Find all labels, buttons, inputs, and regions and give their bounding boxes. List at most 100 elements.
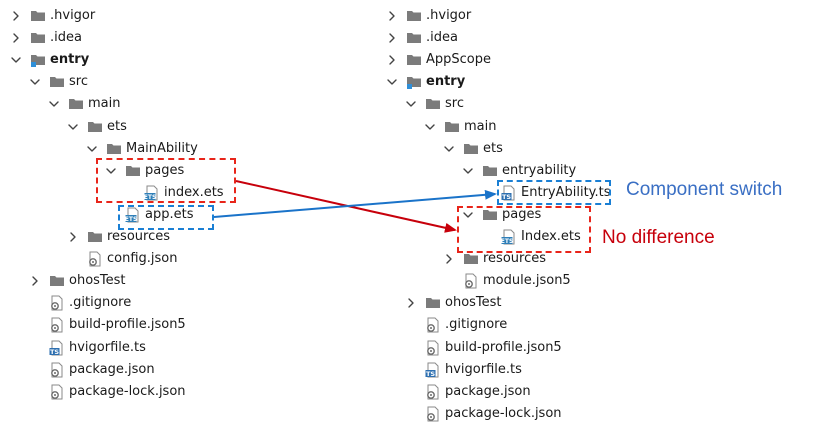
tree-row-label: ets bbox=[107, 118, 127, 134]
config-file-icon bbox=[49, 295, 65, 311]
tree-row[interactable]: ETS index.ets bbox=[0, 182, 380, 204]
chevron-right-icon[interactable] bbox=[443, 253, 455, 265]
tree-row[interactable]: config.json bbox=[0, 248, 380, 270]
right-pages-highlight-box bbox=[457, 206, 591, 253]
chevron-down-icon[interactable] bbox=[29, 76, 41, 88]
tree-row[interactable]: resources bbox=[376, 248, 676, 270]
chevron-down-icon[interactable] bbox=[462, 209, 474, 221]
tree-row-label: app.ets bbox=[145, 206, 194, 222]
tree-row[interactable]: module.json5 bbox=[376, 270, 676, 292]
folder-icon bbox=[406, 30, 422, 46]
tree-row[interactable]: ets bbox=[376, 138, 676, 160]
tree-row[interactable]: ohosTest bbox=[376, 292, 676, 314]
tree-row-label: entry bbox=[426, 74, 466, 90]
tree-row-label: entry bbox=[50, 52, 90, 68]
folder-icon bbox=[87, 229, 103, 245]
tree-row[interactable]: src bbox=[0, 71, 380, 93]
chevron-down-icon[interactable] bbox=[10, 54, 22, 66]
chevron-down-icon[interactable] bbox=[462, 165, 474, 177]
chevron-down-icon[interactable] bbox=[443, 143, 455, 155]
chevron-right-icon[interactable] bbox=[10, 32, 22, 44]
tree-row-label: ohosTest bbox=[69, 273, 126, 289]
module-folder-icon bbox=[30, 52, 46, 68]
config-file-icon bbox=[425, 406, 441, 422]
tree-row[interactable]: package-lock.json bbox=[0, 381, 380, 403]
folder-icon bbox=[49, 273, 65, 289]
chevron-right-icon[interactable] bbox=[67, 231, 79, 243]
folder-icon bbox=[68, 96, 84, 112]
tree-row[interactable]: main bbox=[376, 116, 676, 138]
folder-icon bbox=[30, 8, 46, 24]
tree-row[interactable]: AppScope bbox=[376, 49, 676, 71]
tree-row-label: AppScope bbox=[426, 52, 491, 68]
tree-row[interactable]: .idea bbox=[0, 27, 380, 49]
tree-row[interactable]: MainAbility bbox=[0, 138, 380, 160]
tree-row[interactable]: main bbox=[0, 93, 380, 115]
tree-row[interactable]: entryability bbox=[376, 160, 676, 182]
tree-row[interactable]: src bbox=[376, 93, 676, 115]
tree-row-label: main bbox=[88, 96, 121, 112]
config-file-icon bbox=[49, 384, 65, 400]
tree-row-label: entryability bbox=[502, 162, 577, 178]
tree-row[interactable]: .hvigor bbox=[0, 5, 380, 27]
chevron-down-icon[interactable] bbox=[86, 143, 98, 155]
tree-row[interactable]: entry bbox=[0, 49, 380, 71]
chevron-right-icon[interactable] bbox=[29, 275, 41, 287]
tree-row[interactable]: .idea bbox=[376, 27, 676, 49]
tree-row-label: package-lock.json bbox=[445, 405, 562, 421]
config-file-icon bbox=[425, 384, 441, 400]
tree-row[interactable]: resources bbox=[0, 226, 380, 248]
chevron-right-icon[interactable] bbox=[386, 10, 398, 22]
config-file-icon bbox=[87, 251, 103, 267]
chevron-right-icon[interactable] bbox=[10, 10, 22, 22]
tree-row-label: resources bbox=[483, 251, 547, 267]
tree-row-label: EntryAbility.ts bbox=[521, 184, 611, 200]
svg-text:ETS: ETS bbox=[144, 194, 156, 201]
tree-row[interactable]: package.json bbox=[376, 381, 676, 403]
tree-row[interactable]: pages bbox=[376, 204, 676, 226]
tree-row-label: config.json bbox=[107, 251, 178, 267]
chevron-right-icon[interactable] bbox=[386, 32, 398, 44]
chevron-right-icon[interactable] bbox=[386, 54, 398, 66]
folder-icon bbox=[30, 30, 46, 46]
chevron-down-icon[interactable] bbox=[67, 121, 79, 133]
tree-row[interactable]: ets bbox=[0, 116, 380, 138]
folder-icon bbox=[463, 251, 479, 267]
tree-row-label: Index.ets bbox=[521, 229, 581, 244]
module-folder-icon bbox=[406, 74, 422, 90]
folder-icon bbox=[106, 141, 122, 157]
tree-row-label: pages bbox=[502, 206, 542, 222]
no-difference-annotation: No difference bbox=[602, 227, 715, 248]
config-file-icon bbox=[425, 340, 441, 356]
tree-row[interactable]: .gitignore bbox=[0, 292, 380, 314]
tree-row[interactable]: package-lock.json bbox=[376, 403, 676, 425]
tree-row[interactable]: entry bbox=[376, 71, 676, 93]
left-pages-highlight-box bbox=[96, 158, 236, 203]
chevron-down-icon[interactable] bbox=[405, 98, 417, 110]
folder-icon bbox=[125, 163, 141, 179]
tree-row-label: hvigorfile.ts bbox=[445, 361, 522, 377]
tree-row[interactable]: build-profile.json5 bbox=[0, 314, 380, 336]
tree-row[interactable]: build-profile.json5 bbox=[376, 337, 676, 359]
tree-row[interactable]: pages bbox=[0, 160, 380, 182]
chevron-down-icon[interactable] bbox=[105, 165, 117, 177]
chevron-right-icon[interactable] bbox=[405, 297, 417, 309]
tree-row-label: index.ets bbox=[164, 184, 224, 200]
tree-row-label: main bbox=[464, 118, 497, 134]
chevron-down-icon[interactable] bbox=[386, 76, 398, 88]
tree-row[interactable]: .hvigor bbox=[376, 5, 676, 27]
chevron-down-icon[interactable] bbox=[424, 121, 436, 133]
folder-icon bbox=[444, 119, 460, 135]
chevron-down-icon[interactable] bbox=[48, 98, 60, 110]
tree-row-label: .idea bbox=[50, 30, 82, 46]
tree-row[interactable]: package.json bbox=[0, 359, 380, 381]
tree-row-label: src bbox=[445, 96, 464, 112]
tree-row[interactable]: .gitignore bbox=[376, 314, 676, 336]
tree-row[interactable]: ohosTest bbox=[0, 270, 380, 292]
